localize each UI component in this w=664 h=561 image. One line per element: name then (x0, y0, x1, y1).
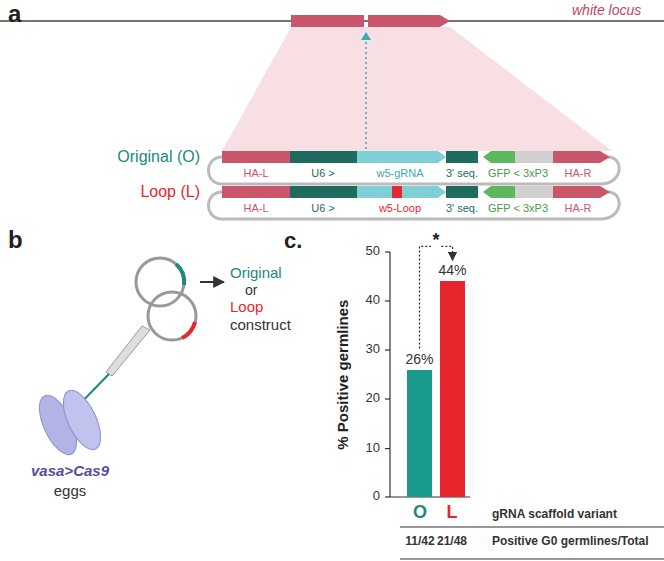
cut-site (361, 32, 371, 40)
axis-title: gRNA scaffold variant (492, 508, 617, 522)
illustration-part (385, 349, 390, 350)
plasmids (136, 258, 224, 340)
bar-fill (440, 281, 465, 497)
category-label: L (447, 502, 458, 523)
part-name: GFP < 3xP3 (488, 167, 548, 180)
tick-label: 30 (366, 342, 380, 357)
construct-loop (209, 186, 620, 219)
eggs (32, 385, 108, 460)
construct-name: Loop (230, 298, 263, 315)
zoom-fan (222, 27, 612, 151)
illustration-part (222, 151, 290, 163)
construct-name: Original (230, 264, 282, 281)
illustration-part (553, 186, 610, 198)
illustration-part (385, 251, 390, 252)
part-name: 3' seq. (446, 202, 478, 215)
locus-name: white locus (572, 2, 641, 18)
illustration-part (357, 151, 446, 163)
illustration-part (357, 186, 446, 198)
chart-axes (385, 252, 664, 559)
panel-letter: b (8, 226, 23, 254)
illustration-part (483, 186, 515, 198)
axis-title: % Positive germlines (334, 300, 351, 450)
part-name: HA-L (243, 167, 268, 180)
illustration-part (400, 527, 664, 528)
tick-label: 10 (366, 441, 380, 456)
axis-title: Positive G0 germlines/Total (492, 535, 649, 549)
illustration-part (385, 398, 390, 399)
variant-name: Loop (L) (140, 183, 200, 201)
illustration-part (392, 186, 402, 198)
gene-box (368, 15, 450, 27)
count-label: 21/48 (437, 535, 467, 549)
note: eggs (54, 482, 87, 499)
illustration-part (389, 252, 390, 497)
illustration-part (553, 151, 610, 163)
bar-fill (407, 370, 432, 497)
illustration-part (136, 258, 184, 306)
part-name: w5-Loop (379, 202, 421, 215)
part-name: HA-R (565, 167, 592, 180)
genotype: vasa>Cas9 (31, 462, 109, 479)
bar: 26% (402, 351, 436, 497)
significance-mark: * (431, 230, 440, 251)
value-label: 44% (435, 262, 469, 278)
illustration-part (290, 186, 357, 198)
part-name: HA-L (243, 202, 268, 215)
construct-original (209, 151, 620, 184)
illustration-part (400, 559, 664, 560)
tick-label: 0 (373, 489, 380, 504)
part-name: 3' seq. (446, 167, 478, 180)
illustration-part (182, 322, 195, 338)
panel-letter: a (8, 0, 21, 28)
illustration-part (200, 281, 224, 283)
tick-label: 50 (366, 244, 380, 259)
illustration-part (176, 264, 184, 285)
variant-name: Original (O) (117, 148, 200, 166)
illustration-part (385, 496, 390, 497)
part-name: w5-gRNA (376, 167, 423, 180)
illustration-part (385, 448, 390, 449)
illustration-part (106, 326, 150, 376)
tick-label: 20 (366, 391, 380, 406)
category-label: O (413, 502, 427, 523)
illustration-part (446, 151, 478, 163)
illustration-part (483, 151, 515, 163)
part-name: U6 > (311, 167, 335, 180)
illustration-part (515, 186, 553, 198)
illustration-part (290, 151, 357, 163)
illustration-part (385, 300, 390, 301)
note: or (245, 282, 257, 298)
panel-letter: c. (284, 228, 302, 253)
gene-box (291, 15, 364, 27)
part-name: HA-R (565, 202, 592, 215)
count-label: 11/42 (405, 535, 434, 549)
tick-label: 40 (366, 293, 380, 308)
illustration-part (446, 186, 478, 198)
illustration-part (148, 292, 196, 340)
illustration-part (515, 151, 553, 163)
part-name: GFP < 3xP3 (488, 202, 548, 215)
leader-line (365, 42, 367, 149)
illustration-part (56, 385, 108, 455)
part-name: U6 > (311, 202, 335, 215)
illustration-part (222, 186, 290, 198)
bar: 44% (435, 262, 469, 497)
note: construct (230, 316, 291, 333)
value-label: 26% (402, 351, 436, 367)
